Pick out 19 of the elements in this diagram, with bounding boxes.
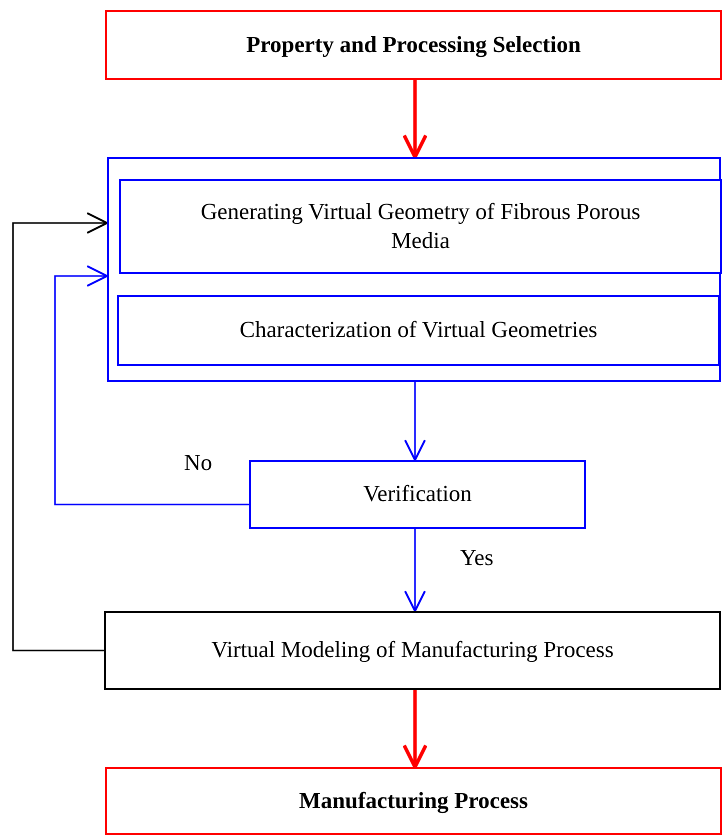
node-label: Manufacturing Process: [299, 786, 528, 816]
node-label: Virtual Modeling of Manufacturing Process: [211, 636, 614, 664]
arrow: [12, 212, 108, 652]
node-label: Generating Virtual Geometry of Fibrous Porous Media: [200, 198, 642, 254]
terminal-box: [105, 10, 722, 80]
process-box: [119, 179, 722, 274]
process-box: [104, 611, 721, 690]
terminal-box: [105, 767, 722, 835]
process-box: [249, 460, 586, 529]
node-label: Property and Processing Selection: [246, 30, 581, 60]
arrow: [404, 382, 426, 461]
arrow: [54, 265, 249, 506]
node-label: Verification: [363, 480, 472, 508]
arrow: [402, 80, 428, 159]
process-box: [117, 295, 720, 366]
arrow: [402, 690, 428, 769]
group-box: [107, 157, 721, 382]
arrow: [404, 529, 426, 612]
node-label: Characterization of Virtual Geometries: [240, 316, 598, 344]
